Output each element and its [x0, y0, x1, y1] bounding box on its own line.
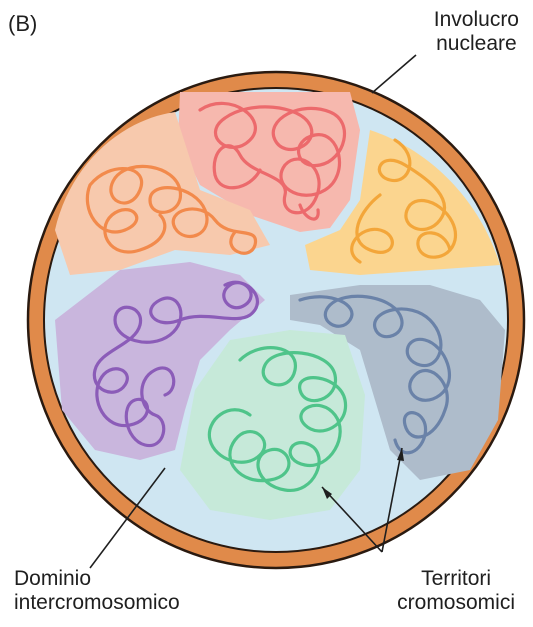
interchromosomal-domain-label: Dominio intercromosomico — [14, 567, 180, 615]
chromosome-territories-label: Territori cromosomici — [397, 567, 515, 615]
label-line: cromosomici — [397, 591, 515, 615]
nuclear-envelope-label: Involucro nucleare — [434, 8, 519, 56]
label-line: intercromosomico — [14, 591, 180, 615]
label-line: Involucro — [434, 8, 519, 32]
label-line: Territori — [397, 567, 515, 591]
envelope-leader — [372, 55, 416, 93]
label-line: nucleare — [434, 32, 519, 56]
panel-label: (B) — [8, 12, 37, 36]
label-line: Dominio — [14, 567, 180, 591]
